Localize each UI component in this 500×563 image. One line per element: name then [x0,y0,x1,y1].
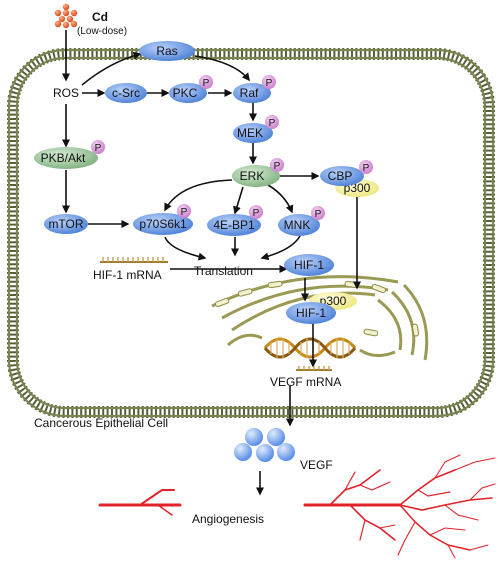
cell-label: Cancerous Epithelial Cell [34,416,168,430]
phospho-badge: P [262,75,276,89]
svg-text:PKC: PKC [173,86,198,100]
svg-text:CBP: CBP [328,169,353,183]
node-hif1-cytoplasm: HIF-1 [284,254,334,276]
phospho-badge: P [265,115,279,129]
svg-text:MNK: MNK [284,218,311,232]
svg-text:MEK: MEK [237,126,263,140]
svg-text:HIF-1: HIF-1 [296,306,326,320]
node-hif1-p300-nucleus: p300 HIF-1 [286,292,357,324]
nucleus-fill [214,280,420,337]
node-pkb-akt: PKB/Akt P [34,140,105,169]
svg-text:mTOR: mTOR [48,217,83,231]
vegf-mrna-label: VEGF mRNA [270,375,341,389]
node-mnk: MNK P [278,206,325,236]
node-ras: Ras [139,41,195,61]
phospho-badge: P [91,140,105,154]
node-ros: ROS [53,86,79,100]
phospho-badge: P [270,158,284,172]
vegf-mrna-strand [296,366,332,371]
node-4ebp1: 4E-BP1 P [207,205,263,236]
cd-label: Cd [92,10,108,24]
svg-text:P: P [266,78,273,89]
cd-dose-note: (Low-dose) [77,26,127,37]
node-erk: ERK P [232,158,284,187]
blood-vessel-left [98,489,182,516]
svg-text:P: P [269,118,276,129]
phospho-badge: P [359,160,373,174]
arrows [62,30,361,496]
svg-text:ERK: ERK [240,169,265,183]
svg-text:PKB/Akt: PKB/Akt [41,151,86,165]
phospho-badge: P [249,205,263,219]
node-mek: MEK P [233,115,279,143]
dna-helix [263,337,357,359]
svg-text:P: P [274,161,281,172]
node-mtor: mTOR [44,214,88,234]
node-pkc: PKC P [169,75,213,103]
phospho-badge: P [311,206,325,220]
nucleus-envelope [211,275,429,361]
svg-text:c-Src: c-Src [112,86,140,100]
cell-membrane [7,48,495,418]
svg-text:P: P [363,163,370,174]
cd-particles [54,3,78,29]
vegf-spheres [234,428,295,462]
svg-text:P: P [203,78,210,89]
phospho-badge: P [177,204,191,218]
svg-text:P: P [253,208,260,219]
svg-text:p70S6k1: p70S6k1 [139,217,187,231]
vegf-label: VEGF [300,458,333,472]
svg-text:P: P [315,209,322,220]
node-p70s6k1: p70S6k1 P [133,204,193,235]
phospho-badge: P [199,75,213,89]
node-cbp-p300: p300 CBP P [320,160,379,197]
svg-text:P: P [95,143,102,154]
angiogenesis-label: Angiogenesis [192,512,264,526]
hif1-mrna-strand [100,257,168,263]
hif1-mrna-label: HIF-1 mRNA [93,268,162,282]
node-csrc: c-Src [105,83,147,103]
svg-text:Ras: Ras [156,44,177,58]
node-raf: Raf P [233,75,276,103]
blood-vessel-right [303,454,496,559]
svg-text:Raf: Raf [240,86,259,100]
svg-text:4E-BP1: 4E-BP1 [213,218,255,232]
svg-text:HIF-1: HIF-1 [294,258,324,272]
svg-text:P: P [181,207,188,218]
translation-label: Translation [194,264,253,278]
